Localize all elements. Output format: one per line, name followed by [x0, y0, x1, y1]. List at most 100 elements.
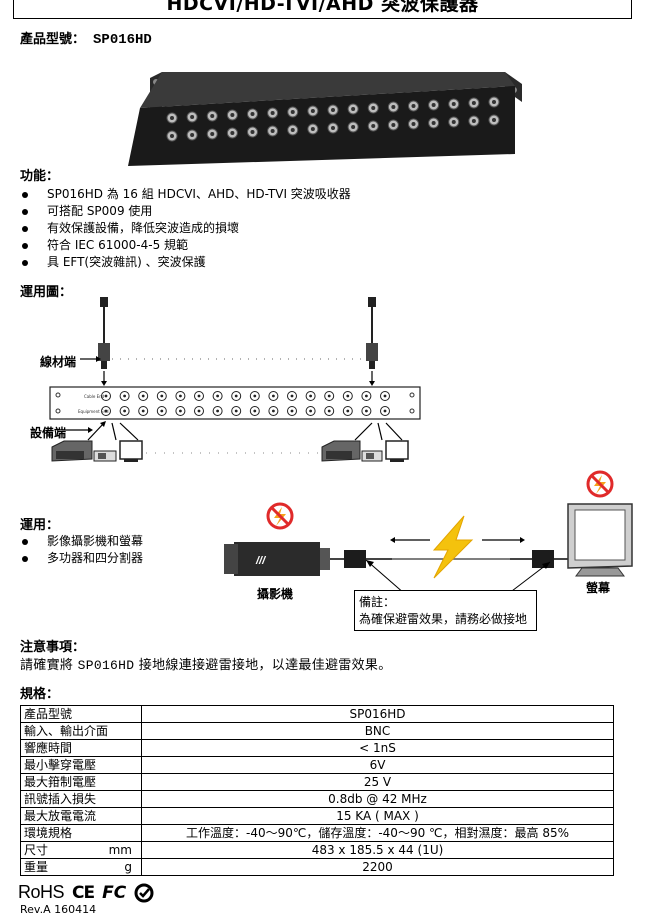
spec-value: SP016HD	[141, 705, 614, 723]
panel-bnc-pin	[272, 394, 275, 398]
ce-mark: CE	[72, 882, 95, 903]
spec-key-text: 最大放電電流	[24, 808, 97, 823]
features-title: 功能：	[20, 169, 60, 184]
spec-value: BNC	[141, 722, 614, 740]
panel-bnc-pin	[179, 394, 182, 398]
spec-key: 最大放電電流	[20, 807, 142, 825]
cable-connector-left	[98, 297, 110, 369]
panel-bnc-pin	[104, 409, 108, 413]
spec-key: 產品型號	[20, 705, 142, 723]
camera-icon: ///	[224, 542, 330, 576]
note-title: 備註：	[359, 595, 396, 609]
bnc-connector-pin	[270, 111, 275, 115]
panel-bnc-pin	[309, 409, 312, 413]
panel-screw	[55, 392, 61, 398]
features-list: SP016HD 為 16 組 HDCVI、AHD、HD-TVI 突波吸收器可搭配…	[20, 186, 351, 271]
panel-bnc-pin	[123, 409, 126, 413]
bnc-connector-pin	[331, 108, 335, 112]
application-item: 影像攝影機和螢幕	[20, 533, 143, 550]
bnc-connector-pin	[471, 101, 476, 105]
spec-value: 2200	[141, 858, 614, 876]
device-monitor-left	[119, 440, 143, 462]
spec-key: 最大箝制電壓	[20, 773, 142, 791]
bnc-connector-pin	[210, 114, 215, 118]
bnc-connector-pin	[310, 109, 315, 113]
panel-bnc-pin	[346, 394, 350, 398]
spec-key: 重量 g	[20, 858, 142, 876]
panel-bnc-pin	[290, 409, 294, 413]
spec-unit: mm	[108, 842, 132, 857]
product-image	[128, 72, 522, 166]
spec-value: 6V	[141, 756, 614, 774]
rohs-mark: RoHS	[18, 882, 65, 902]
spec-key: 最小擊穿電壓	[20, 756, 142, 774]
spec-key: 訊號插入損失	[20, 790, 142, 808]
panel-bnc-pin	[123, 394, 126, 398]
monitor-label: 螢幕	[586, 581, 611, 595]
spec-key-text: 環境規格	[24, 825, 73, 840]
device-dvr-left	[51, 440, 93, 462]
device-dvr-right	[321, 440, 361, 462]
model-line: 產品型號：SP016HD	[20, 28, 152, 48]
feature-item: SP016HD 為 16 組 HDCVI、AHD、HD-TVI 突波吸收器	[20, 186, 351, 203]
panel-bnc-pin	[234, 394, 238, 398]
panel-bnc-pin	[216, 409, 220, 413]
panel-bnc-pin	[365, 409, 368, 413]
spec-key-text: 產品型號	[24, 706, 73, 721]
protector-right	[510, 550, 570, 568]
feature-item: 符合 IEC 61000-4-5 規範	[20, 237, 351, 254]
spec-unit: g	[124, 859, 132, 874]
usage-diagram-title: 運用圖：	[20, 285, 73, 300]
bnc-connector-pin	[290, 128, 295, 132]
device-end-label: 設備端	[30, 426, 67, 440]
spec-value: 25 V	[141, 773, 614, 791]
feature-item: 可搭配 SP009 使用	[20, 203, 351, 220]
bnc-connector-pin	[250, 130, 255, 134]
model-value: SP016HD	[93, 32, 152, 48]
application-diagram: ///	[224, 470, 633, 595]
bnc-connector-pin	[351, 107, 356, 111]
bnc-connector-pin	[391, 123, 396, 127]
panel-bnc-pin	[104, 394, 108, 398]
caution-text-before: 請確實將	[20, 658, 78, 673]
bnc-connector-pin	[431, 121, 436, 125]
monitor-icon	[567, 503, 633, 577]
panel-bnc-pin	[346, 409, 350, 413]
panel-bnc-pin	[234, 409, 238, 413]
panel-bnc-pin	[197, 394, 201, 398]
spec-value: 483 x 185.5 x 44 (1U)	[141, 841, 614, 859]
spec-key: 環境規格	[20, 824, 142, 842]
panel-screw	[409, 392, 415, 398]
panel-bnc-pin	[309, 394, 312, 398]
panel-bnc-pin	[327, 409, 331, 413]
spec-key-text: 最小擊穿電壓	[24, 757, 97, 772]
panel-bnc-pin	[272, 409, 275, 413]
panel-bnc-pin	[160, 394, 164, 398]
application-title: 運用：	[20, 518, 60, 533]
bnc-connector-pin	[310, 127, 315, 131]
application-item: 多功器和四分割器	[20, 550, 143, 567]
bnc-connector-pin	[250, 112, 255, 116]
panel-screw	[409, 408, 415, 414]
panel-bnc-pin	[179, 409, 182, 413]
bnc-connector-pin	[451, 120, 456, 124]
spec-key-text: 重量	[24, 859, 49, 874]
lightning-icon	[432, 515, 474, 579]
bnc-connector-pin	[391, 105, 396, 109]
cable-end-label: 線材端	[40, 355, 77, 369]
spec-key-text: 響應時間	[24, 740, 73, 755]
application-list: 影像攝影機和螢幕多功器和四分割器	[20, 533, 143, 567]
device-quad-left	[93, 450, 117, 462]
bnc-connector-pin	[451, 102, 456, 106]
caution-title: 注意事項：	[20, 640, 86, 655]
feature-item: 有效保護設備，降低突波造成的損壞	[20, 220, 351, 237]
spec-row: 重量 g 2200	[20, 858, 614, 876]
spec-row: 產品型號 SP016HD	[20, 705, 614, 723]
bnc-connector-pin	[371, 106, 376, 110]
bnc-connector-pin	[190, 133, 195, 137]
